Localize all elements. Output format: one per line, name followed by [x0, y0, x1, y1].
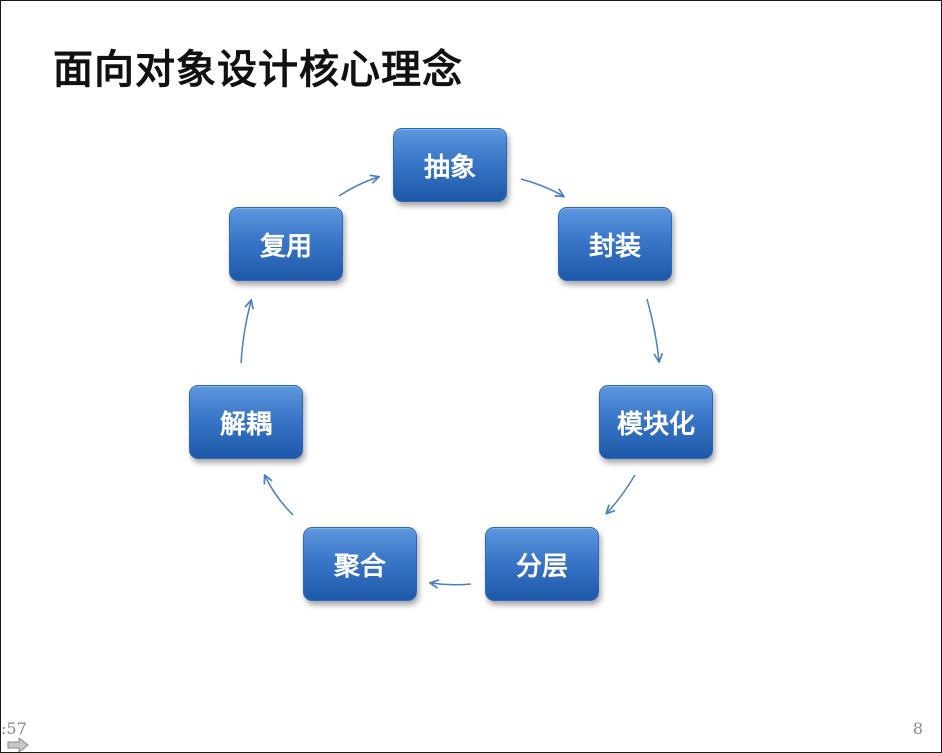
arrow-decoupling-to-reuse — [240, 301, 251, 364]
arrow-aggregation-to-decoupling — [265, 476, 294, 516]
node-reuse: 复用 — [229, 207, 343, 281]
node-layering: 分层 — [485, 527, 599, 601]
arrow-modularization-to-layering — [607, 474, 636, 513]
slide-title: 面向对象设计核心理念 — [53, 47, 463, 93]
arrow-layering-to-aggregation — [431, 583, 472, 585]
node-abstraction: 抽象 — [393, 128, 507, 202]
arrow-reuse-to-abstraction — [338, 177, 378, 197]
page-number: 8 — [912, 719, 923, 738]
next-slide-arrow-icon[interactable] — [7, 738, 29, 752]
arrow-encapsulation-to-modularization — [646, 298, 659, 361]
time-label: :57 — [1, 719, 27, 738]
arrow-abstraction-to-encapsulation — [520, 178, 563, 196]
node-encapsulation: 封装 — [558, 207, 672, 281]
node-modularization: 模块化 — [599, 385, 713, 459]
node-aggregation: 聚合 — [303, 527, 417, 601]
node-decoupling: 解耦 — [189, 385, 303, 459]
